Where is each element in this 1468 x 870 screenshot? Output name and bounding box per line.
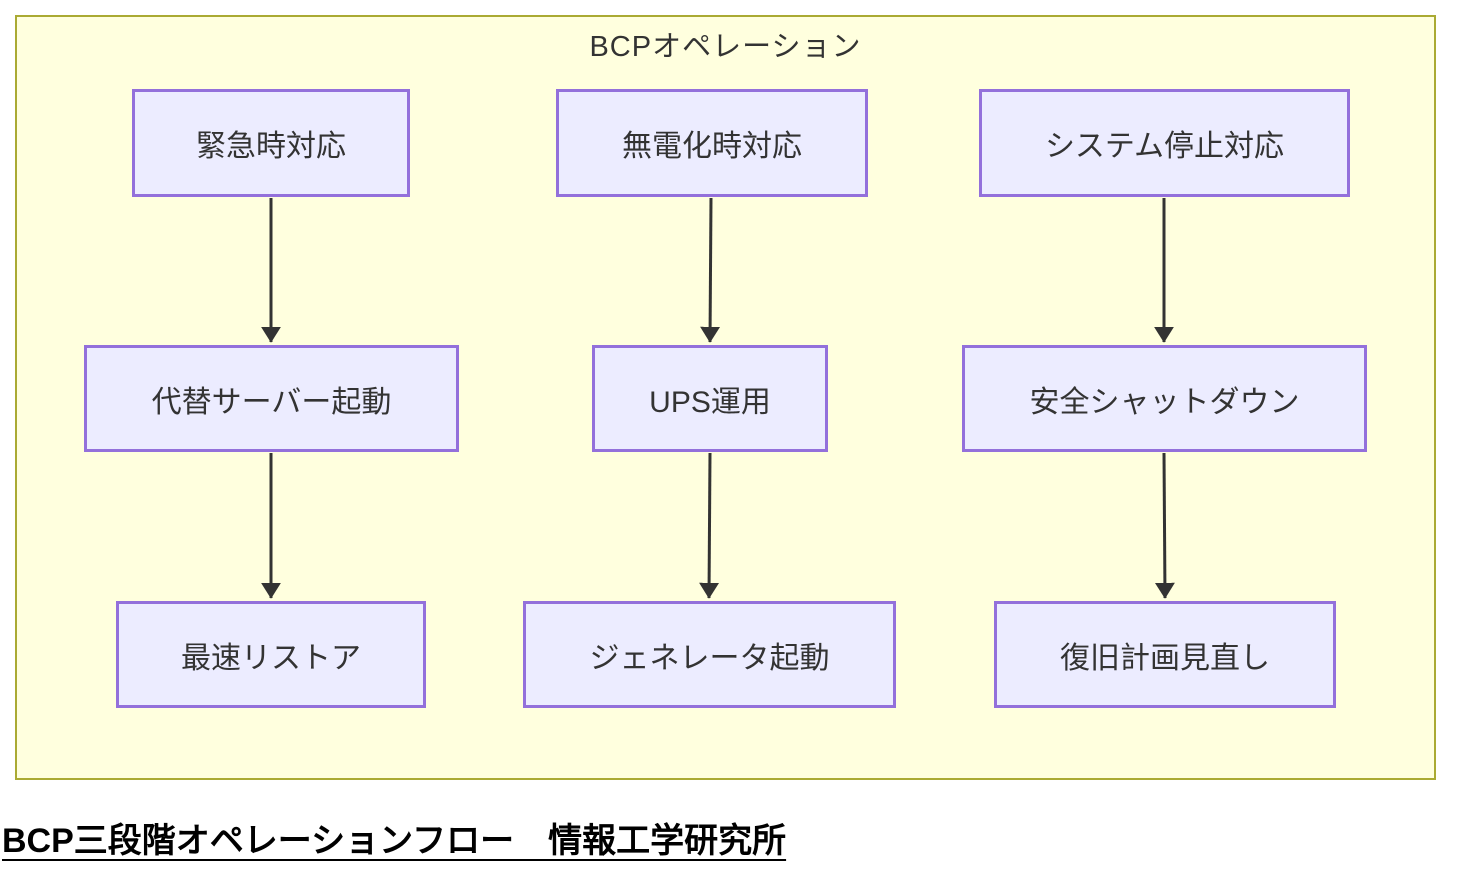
safe-shutdown-node: 安全シャットダウン (962, 345, 1367, 452)
recovery-plan-review-label: 復旧計画見直し (1060, 641, 1270, 675)
diagram-group-title: BCPオペレーション (589, 31, 862, 63)
fastest-restore-label: 最速リストア (181, 641, 361, 675)
emergency-response-label: 緊急時対応 (196, 130, 346, 163)
diagram-caption: BCP三段階オペレーションフロー 情報工学研究所 (2, 822, 787, 860)
system-stop-response-label: システム停止対応 (1044, 130, 1285, 163)
generator-start-label: ジェネレータ起動 (589, 641, 830, 675)
power-outage-response-label: 無電化時対応 (622, 130, 802, 163)
alternate-server-start-node: 代替サーバー起動 (84, 345, 459, 452)
fastest-restore-node: 最速リストア (116, 601, 426, 708)
generator-start-node: ジェネレータ起動 (523, 601, 896, 708)
recovery-plan-review-node: 復旧計画見直し (994, 601, 1336, 708)
power-outage-response-node: 無電化時対応 (556, 89, 868, 197)
ups-operation-node: UPS運用 (592, 345, 828, 452)
emergency-response-node: 緊急時対応 (132, 89, 410, 197)
safe-shutdown-label: 安全シャットダウン (1029, 385, 1300, 419)
alternate-server-start-label: 代替サーバー起動 (151, 385, 392, 419)
ups-operation-label: UPS運用 (649, 385, 771, 419)
system-stop-response-node: システム停止対応 (979, 89, 1350, 197)
